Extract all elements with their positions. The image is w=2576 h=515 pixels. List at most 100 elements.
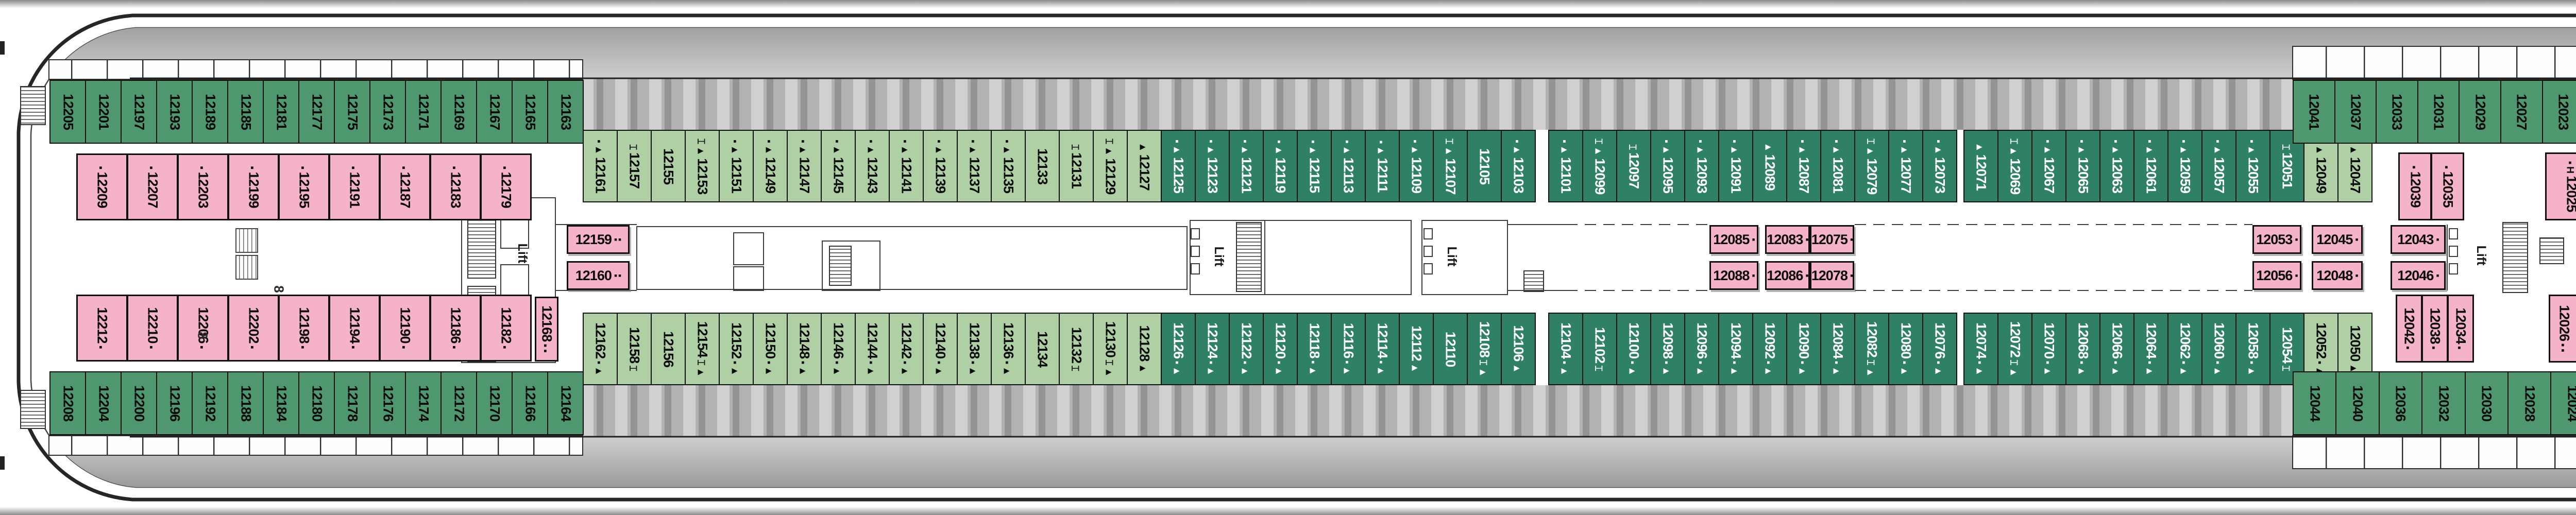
- cabin-12203[interactable]: ▪ 12203: [177, 153, 229, 220]
- cabin-12191[interactable]: ▪ 12191: [329, 153, 380, 220]
- cabin-12122[interactable]: 12122 ▪ ▲: [1229, 313, 1264, 385]
- cabin-12027[interactable]: 12027: [2500, 80, 2543, 144]
- cabin-12095[interactable]: ▪ ▲ 12095: [1650, 130, 1685, 202]
- cabin-12046[interactable]: 12046▪: [2391, 261, 2446, 290]
- cabin-12190[interactable]: 12190 ▪: [379, 295, 431, 362]
- cabin-12193[interactable]: 12193: [156, 80, 193, 144]
- cabin-12080[interactable]: 12080 ▪ ▲: [1888, 313, 1923, 385]
- cabin-12141[interactable]: ▪ ▲ 12141: [889, 130, 924, 202]
- cabin-12057[interactable]: ▪ ▲ 12057: [2201, 130, 2236, 202]
- cabin-12073[interactable]: ▪ ▲ 12073: [1922, 130, 1957, 202]
- cabin-12106[interactable]: 12106 ▲: [1501, 313, 1536, 385]
- cabin-12058[interactable]: 12058 ▪ ▲: [2235, 313, 2270, 385]
- cabin-12150[interactable]: 12150 ▪ ▲: [753, 313, 788, 385]
- cabin-12083[interactable]: 12083▪: [1765, 225, 1810, 254]
- cabin-12110[interactable]: 12110: [1433, 313, 1468, 385]
- cabin-12119[interactable]: ▪ ▲ 12119: [1263, 130, 1298, 202]
- cabin-12072[interactable]: 12072 ⌶ ▲: [1997, 313, 2032, 385]
- cabin-12185[interactable]: 12185: [227, 80, 264, 144]
- cabin-12025[interactable]: ▪ H 12025: [2545, 152, 2576, 220]
- cabin-12137[interactable]: ▪ ▲ 12137: [957, 130, 992, 202]
- cabin-12041[interactable]: 12041: [2293, 80, 2335, 144]
- cabin-12112[interactable]: 12112 ▲: [1399, 313, 1434, 385]
- cabin-12056[interactable]: 12056▪: [2252, 261, 2301, 290]
- cabin-12139[interactable]: ▪ ▲ 12139: [923, 130, 958, 202]
- cabin-12023[interactable]: 12023: [2541, 80, 2576, 144]
- cabin-12028[interactable]: 12028: [2507, 371, 2552, 435]
- cabin-12045[interactable]: 12045▪: [2312, 225, 2363, 254]
- cabin-12081[interactable]: ▪ ▲ 12081: [1820, 130, 1855, 202]
- cabin-12033[interactable]: 12033: [2376, 80, 2418, 144]
- cabin-12105[interactable]: 12105: [1467, 130, 1502, 202]
- cabin-12158[interactable]: 12158 ⌶: [617, 313, 652, 385]
- cabin-12175[interactable]: 12175: [334, 80, 370, 144]
- cabin-12128[interactable]: 12128 ▲: [1127, 313, 1162, 385]
- cabin-12132[interactable]: 12132 ⌶: [1059, 313, 1094, 385]
- cabin-12144[interactable]: 12144 ▪ ▲: [855, 313, 890, 385]
- cabin-12199[interactable]: ▪ 12199: [228, 153, 279, 220]
- cabin-12100[interactable]: 12100 ▪ ▲: [1616, 313, 1651, 385]
- cabin-12183[interactable]: ▪ 12183: [430, 153, 481, 220]
- cabin-12039[interactable]: ▪ 12039: [2398, 152, 2432, 220]
- cabin-12174[interactable]: 12174: [405, 371, 442, 435]
- cabin-12205[interactable]: 12205: [49, 80, 86, 144]
- cabin-12101[interactable]: ▪ ▲ 12101: [1548, 130, 1583, 202]
- cabin-12070[interactable]: 12070 ▪ ▲: [2031, 313, 2066, 385]
- cabin-12085[interactable]: 12085▪: [1709, 225, 1758, 254]
- cabin-12153[interactable]: ⌶ ▲ 12153: [685, 130, 720, 202]
- cabin-12136[interactable]: 12136 ▪ ▲: [991, 313, 1026, 385]
- cabin-12107[interactable]: ⌶ ▲ 12107: [1433, 130, 1468, 202]
- cabin-12156[interactable]: 12156: [651, 313, 686, 385]
- cabin-12198[interactable]: 12198 ▪: [278, 295, 330, 362]
- cabin-12108[interactable]: 12108 ⌶ ▲: [1467, 313, 1502, 385]
- cabin-12195[interactable]: ▪ 12195: [278, 153, 330, 220]
- cabin-12173[interactable]: 12173: [369, 80, 406, 144]
- cabin-12196[interactable]: 12196: [156, 371, 193, 435]
- cabin-12188[interactable]: 12188: [227, 371, 264, 435]
- cabin-12092[interactable]: 12092 ▪ ▲: [1752, 313, 1787, 385]
- cabin-12146[interactable]: 12146 ▪ ▲: [821, 313, 856, 385]
- cabin-12111[interactable]: ▪ ▲ 12111: [1365, 130, 1400, 202]
- cabin-12032[interactable]: 12032: [2421, 371, 2466, 435]
- cabin-12094[interactable]: 12094 ▪ ▲: [1718, 313, 1753, 385]
- cabin-12069[interactable]: ⌶ ▲ 12069: [1997, 130, 2032, 202]
- cabin-12120[interactable]: 12120 ▪ ▲: [1263, 313, 1298, 385]
- cabin-12096[interactable]: 12096 ▪ ▲: [1684, 313, 1719, 385]
- cabin-12060[interactable]: 12060 ▪ ▲: [2201, 313, 2236, 385]
- cabin-12208[interactable]: 12208: [49, 371, 86, 435]
- cabin-12034[interactable]: 12034 ▪: [2447, 295, 2474, 363]
- cabin-12192[interactable]: 12192: [192, 371, 228, 435]
- cabin-12024[interactable]: 12024: [2550, 371, 2576, 435]
- cabin-12066[interactable]: 12066 ▪ ▲: [2099, 313, 2134, 385]
- cabin-12068[interactable]: 12068 ▪ ▲: [2065, 313, 2100, 385]
- cabin-12172[interactable]: 12172: [440, 371, 477, 435]
- cabin-12204[interactable]: 12204: [85, 371, 122, 435]
- cabin-12151[interactable]: ▪ ▲ 12151: [719, 130, 754, 202]
- cabin-12148[interactable]: 12148 ▪ ▲: [787, 313, 822, 385]
- cabin-12135[interactable]: ▪ ▲ 12135: [991, 130, 1026, 202]
- cabin-12134[interactable]: 12134: [1025, 313, 1060, 385]
- cabin-12152[interactable]: 12152 ▪ ▲: [719, 313, 754, 385]
- cabin-12121[interactable]: ▪ ▲ 12121: [1229, 130, 1264, 202]
- cabin-12206[interactable]: 12206 ▪: [177, 295, 229, 362]
- cabin-12170[interactable]: 12170: [476, 371, 513, 435]
- cabin-12209[interactable]: ▪ 12209: [76, 153, 128, 220]
- cabin-12071[interactable]: ▲ 12071: [1963, 130, 1998, 202]
- cabin-12078[interactable]: 12078▪: [1810, 261, 1854, 290]
- cabin-12116[interactable]: 12116 ▪ ▲: [1331, 313, 1366, 385]
- cabin-12168[interactable]: 12168 ▪ ▪: [535, 297, 558, 362]
- cabin-12182[interactable]: 12182 ▪: [480, 295, 532, 362]
- cabin-12036[interactable]: 12036: [2378, 371, 2423, 435]
- cabin-12065[interactable]: ▪ ▲ 12065: [2065, 130, 2100, 202]
- cabin-12161[interactable]: ▪ ▲ 12161: [583, 130, 618, 202]
- cabin-12030[interactable]: 12030: [2464, 371, 2509, 435]
- cabin-12177[interactable]: 12177: [298, 80, 335, 144]
- cabin-12075[interactable]: 12075▪: [1810, 225, 1854, 254]
- cabin-12063[interactable]: ▪ ▲ 12063: [2099, 130, 2134, 202]
- cabin-12061[interactable]: ▪ ▲ 12061: [2133, 130, 2168, 202]
- cabin-12086[interactable]: 12086▪: [1765, 261, 1810, 290]
- cabin-12194[interactable]: 12194 ▪: [329, 295, 380, 362]
- cabin-12131[interactable]: ⌶ 12131: [1059, 130, 1094, 202]
- cabin-12157[interactable]: ⌶ 12157: [617, 130, 652, 202]
- cabin-12062[interactable]: 12062 ▪ ▲: [2167, 313, 2202, 385]
